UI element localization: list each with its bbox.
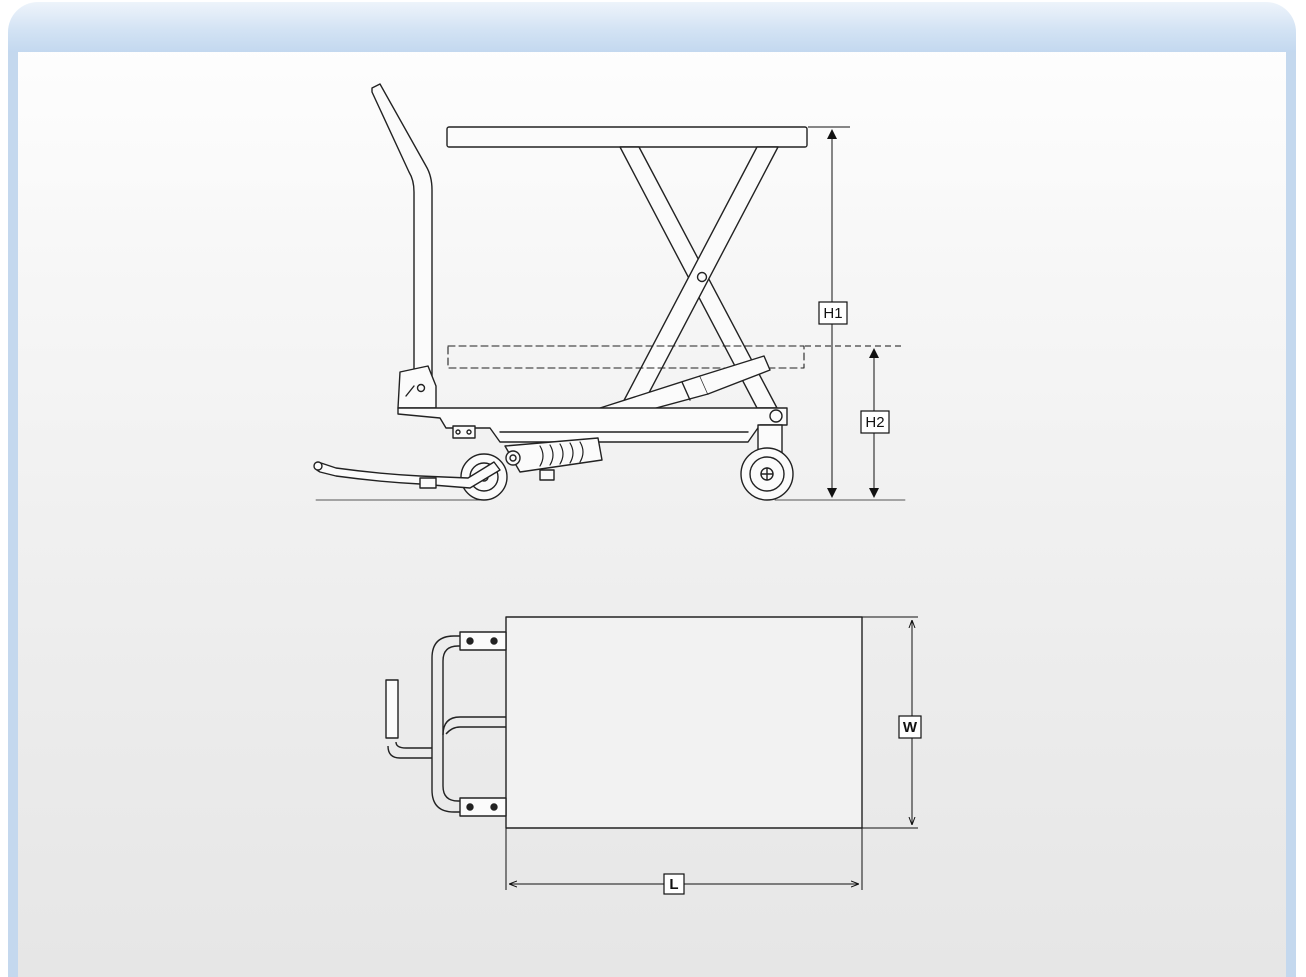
w-label: W (903, 719, 918, 736)
h2-label: H2 (865, 414, 884, 431)
caster-top (459, 631, 507, 651)
l-label-box: L (663, 873, 685, 895)
h1-label-box: H1 (818, 301, 848, 325)
panel-header (8, 2, 1296, 52)
table-top-raised (446, 126, 808, 148)
scissor-pivot (696, 271, 708, 283)
push-handle (371, 83, 433, 377)
w-label-box: W (898, 715, 922, 739)
handle-tube-inner (442, 645, 506, 802)
rear-wheel (740, 424, 794, 501)
handle-tube-outer (431, 635, 506, 813)
caster-bottom (459, 797, 507, 817)
top-view (385, 616, 863, 829)
dimension-h2 (805, 345, 905, 498)
side-view (313, 83, 906, 501)
table-top-lowered (447, 345, 805, 369)
chassis-frame (397, 407, 788, 443)
pedal-grip (385, 679, 399, 739)
handle-crossbar (442, 716, 506, 736)
pump-assembly (504, 437, 603, 481)
h2-label-box: H2 (860, 410, 890, 434)
l-label: L (669, 876, 678, 893)
panel-border-right (1286, 52, 1296, 977)
h1-label: H1 (823, 305, 842, 322)
panel-border-left (8, 52, 18, 977)
platform-top-view (505, 616, 863, 829)
